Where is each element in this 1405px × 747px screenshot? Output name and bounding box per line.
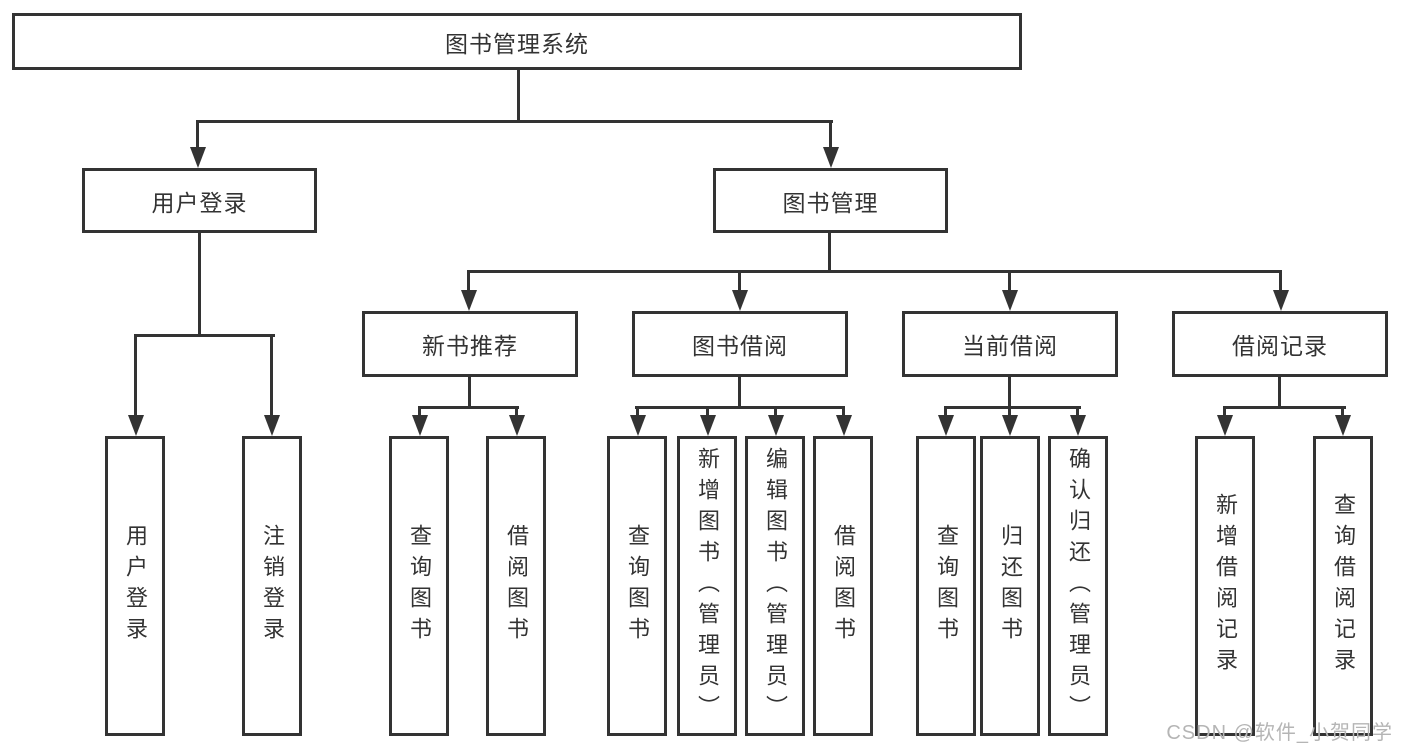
leaf-confirm-return-admin-label: 确认归还（管理员） <box>1066 446 1091 726</box>
arrow-down-icon <box>509 415 525 436</box>
connector-mgmt-hline <box>467 270 1281 273</box>
connector-newbooks-hline <box>418 406 519 409</box>
connector-mgmt-drop-1 <box>467 270 470 292</box>
connector-borrow-drop-3 <box>774 406 777 418</box>
leaf-edit-books-admin: 编辑图书（管理员） <box>745 436 805 736</box>
leaf-edit-books-admin-label: 编辑图书（管理员） <box>763 446 788 726</box>
node-book-borrow-label: 图书借阅 <box>692 333 788 359</box>
node-book-management: 图书管理 <box>713 168 948 233</box>
connector-current-drop-2 <box>1008 406 1011 418</box>
node-book-management-label: 图书管理 <box>782 189 879 216</box>
connector-records-vline <box>1278 377 1281 409</box>
leaf-query-books-current-label: 查询图书 <box>934 524 959 648</box>
leaf-return-books-label: 归还图书 <box>998 524 1023 648</box>
connector-borrow-drop-4 <box>842 406 845 418</box>
node-current-borrow-label: 当前借阅 <box>962 333 1058 359</box>
leaf-return-books: 归还图书 <box>980 436 1040 736</box>
connector-mgmt-drop-2 <box>738 270 741 292</box>
connector-records-drop-1 <box>1223 406 1226 418</box>
arrow-down-icon <box>630 415 646 436</box>
connector-newbooks-drop-2 <box>515 406 518 418</box>
connector-current-hline <box>945 406 1081 409</box>
node-user-login: 用户登录 <box>82 168 317 233</box>
leaf-user-login-label: 用户登录 <box>123 524 148 648</box>
connector-borrow-drop-2 <box>706 406 709 418</box>
connector-root-drop-left <box>196 120 199 150</box>
arrow-down-icon <box>128 415 144 436</box>
node-current-borrow: 当前借阅 <box>902 311 1118 377</box>
connector-current-drop-1 <box>944 406 947 418</box>
node-borrow-records-label: 借阅记录 <box>1232 333 1328 359</box>
node-new-book-recommend: 新书推荐 <box>362 311 578 377</box>
leaf-query-books-borrow-label: 查询图书 <box>625 524 650 648</box>
connector-borrow-hline <box>635 406 845 409</box>
arrow-down-icon <box>938 415 954 436</box>
leaf-query-books-current: 查询图书 <box>916 436 976 736</box>
leaf-user-login: 用户登录 <box>105 436 165 736</box>
arrow-down-icon <box>700 415 716 436</box>
arrow-down-icon <box>768 415 784 436</box>
leaf-confirm-return-admin: 确认归还（管理员） <box>1048 436 1108 736</box>
connector-root-hline <box>196 120 833 123</box>
connector-borrow-vline <box>738 377 741 409</box>
node-root-label: 图书管理系统 <box>445 30 589 57</box>
connector-root-vline <box>517 70 520 122</box>
connector-mgmt-vline <box>828 233 831 273</box>
arrow-down-icon <box>1070 415 1086 436</box>
arrow-down-icon <box>461 290 477 311</box>
connector-login-hline <box>134 334 275 337</box>
connector-current-vline <box>1008 377 1011 409</box>
node-book-borrow: 图书借阅 <box>632 311 848 377</box>
leaf-add-books-admin: 新增图书（管理员） <box>677 436 737 736</box>
arrow-down-icon <box>1002 290 1018 311</box>
connector-borrow-drop-1 <box>636 406 639 418</box>
leaf-borrow-books-borrow: 借阅图书 <box>813 436 873 736</box>
arrow-down-icon <box>1217 415 1233 436</box>
arrow-down-icon <box>1002 415 1018 436</box>
node-borrow-records: 借阅记录 <box>1172 311 1388 377</box>
leaf-logout: 注销登录 <box>242 436 302 736</box>
leaf-query-borrow-record-label: 查询借阅记录 <box>1331 493 1356 679</box>
leaf-logout-label: 注销登录 <box>260 524 285 648</box>
arrow-down-icon <box>836 415 852 436</box>
leaf-query-books-recommend-label: 查询图书 <box>407 524 432 648</box>
connector-current-drop-3 <box>1076 406 1079 418</box>
leaf-add-borrow-record-label: 新增借阅记录 <box>1213 493 1238 679</box>
leaf-query-books-recommend: 查询图书 <box>389 436 449 736</box>
leaf-add-borrow-record: 新增借阅记录 <box>1195 436 1255 736</box>
node-user-login-label: 用户登录 <box>151 189 248 216</box>
node-root: 图书管理系统 <box>12 13 1022 70</box>
connector-newbooks-vline <box>468 377 471 409</box>
leaf-borrow-books-recommend-label: 借阅图书 <box>504 524 529 648</box>
node-new-book-recommend-label: 新书推荐 <box>422 333 518 359</box>
connector-records-drop-2 <box>1341 406 1344 418</box>
arrow-down-icon <box>412 415 428 436</box>
connector-mgmt-drop-3 <box>1008 270 1011 292</box>
arrow-down-icon <box>732 290 748 311</box>
arrow-down-icon <box>1335 415 1351 436</box>
arrow-down-icon <box>190 147 206 168</box>
connector-records-hline <box>1224 406 1346 409</box>
arrow-down-icon <box>264 415 280 436</box>
connector-login-vline <box>198 233 201 337</box>
connector-mgmt-drop-4 <box>1279 270 1282 292</box>
leaf-borrow-books-borrow-label: 借阅图书 <box>831 524 856 648</box>
csdn-watermark: CSDN @软件_小贺同学 <box>1166 722 1393 744</box>
arrow-down-icon <box>823 147 839 168</box>
leaf-add-books-admin-label: 新增图书（管理员） <box>695 446 720 726</box>
leaf-query-borrow-record: 查询借阅记录 <box>1313 436 1373 736</box>
leaf-borrow-books-recommend: 借阅图书 <box>486 436 546 736</box>
arrow-down-icon <box>1273 290 1289 311</box>
connector-login-drop-2 <box>270 334 273 416</box>
leaf-query-books-borrow: 查询图书 <box>607 436 667 736</box>
connector-newbooks-drop-1 <box>418 406 421 418</box>
connector-root-drop-right <box>829 120 832 150</box>
connector-login-drop-1 <box>134 334 137 416</box>
